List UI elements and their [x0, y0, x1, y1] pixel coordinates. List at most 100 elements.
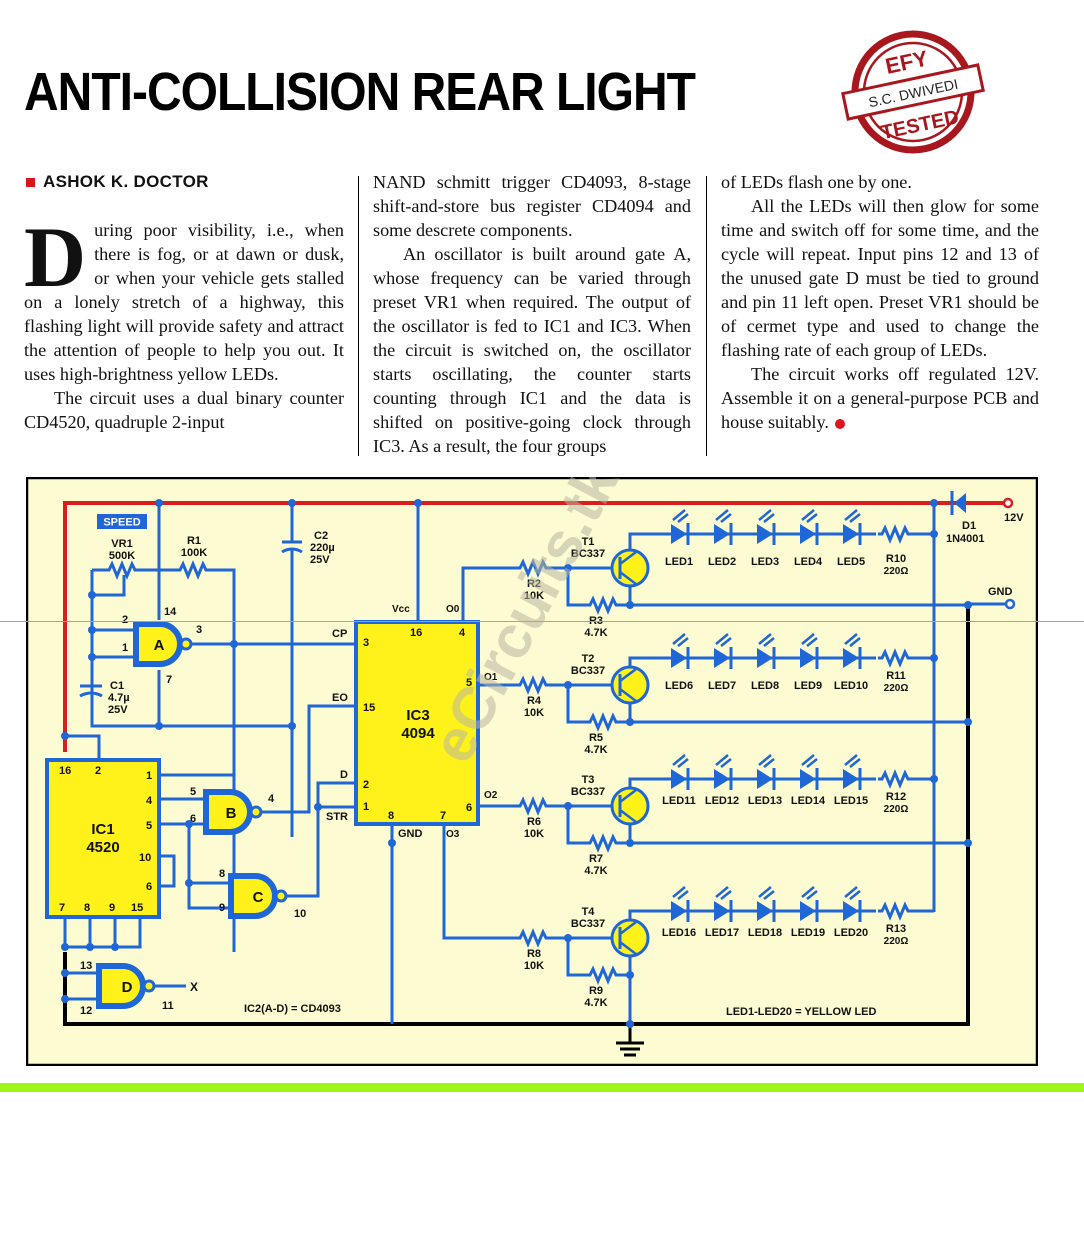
- svg-text:16: 16: [410, 627, 422, 639]
- svg-text:R7: R7: [589, 853, 603, 865]
- svg-text:Vcc: Vcc: [392, 604, 410, 615]
- svg-text:IC3: IC3: [406, 707, 429, 724]
- ic2-note: IC2(A-D) = CD4093: [244, 1003, 341, 1015]
- svg-text:4094: 4094: [401, 725, 435, 742]
- bullet-square-icon: [26, 177, 35, 187]
- svg-text:7: 7: [440, 810, 446, 822]
- svg-text:LED17: LED17: [705, 927, 739, 939]
- svg-text:C: C: [253, 889, 264, 906]
- col2-para1: NAND schmitt trigger CD4093, 8-stage shi…: [373, 172, 691, 240]
- svg-text:14: 14: [164, 606, 177, 618]
- svg-text:R6: R6: [527, 816, 541, 828]
- svg-text:R9: R9: [589, 985, 603, 997]
- speed-label: SPEED: [103, 517, 140, 529]
- svg-text:6: 6: [146, 881, 152, 893]
- svg-text:1: 1: [122, 642, 128, 654]
- svg-text:15: 15: [363, 702, 375, 714]
- svg-text:LED8: LED8: [751, 680, 779, 692]
- svg-text:R8: R8: [527, 948, 541, 960]
- svg-text:LED20: LED20: [834, 927, 868, 939]
- svg-text:O2: O2: [484, 790, 498, 801]
- end-mark-icon: [834, 418, 845, 429]
- svg-text:220Ω: 220Ω: [884, 683, 909, 694]
- svg-text:GND: GND: [398, 828, 423, 840]
- stamp-top: EFY: [883, 45, 930, 78]
- svg-text:10K: 10K: [524, 707, 544, 719]
- svg-text:LED2: LED2: [708, 556, 736, 568]
- svg-text:13: 13: [80, 960, 92, 972]
- svg-text:BC337: BC337: [571, 548, 605, 560]
- svg-text:10: 10: [294, 908, 306, 920]
- column-divider: [706, 176, 707, 456]
- svg-text:1: 1: [146, 770, 152, 782]
- svg-text:LED14: LED14: [791, 795, 826, 807]
- svg-text:LED15: LED15: [834, 795, 868, 807]
- svg-text:X: X: [190, 980, 198, 994]
- svg-text:LED18: LED18: [748, 927, 782, 939]
- svg-text:BC337: BC337: [571, 918, 605, 930]
- svg-text:220Ω: 220Ω: [884, 804, 909, 815]
- svg-text:220µ: 220µ: [310, 542, 335, 554]
- column-divider: [358, 176, 359, 456]
- svg-text:O0: O0: [446, 604, 460, 615]
- svg-text:4.7K: 4.7K: [584, 997, 607, 1009]
- svg-text:7: 7: [166, 674, 172, 686]
- svg-text:R12: R12: [886, 791, 906, 803]
- svg-text:VR1: VR1: [111, 538, 132, 550]
- svg-text:O3: O3: [446, 829, 460, 840]
- svg-text:4.7µ: 4.7µ: [108, 692, 130, 704]
- svg-text:LED10: LED10: [834, 680, 868, 692]
- svg-text:10K: 10K: [524, 590, 544, 602]
- svg-text:7: 7: [59, 902, 65, 914]
- svg-text:C1: C1: [110, 680, 124, 692]
- svg-text:2: 2: [122, 614, 128, 626]
- svg-text:T4: T4: [582, 906, 596, 918]
- svg-text:R5: R5: [589, 732, 603, 744]
- gnd-label: GND: [988, 586, 1013, 598]
- svg-text:4: 4: [268, 793, 275, 805]
- svg-text:100K: 100K: [181, 547, 207, 559]
- svg-text:4.7K: 4.7K: [584, 865, 607, 877]
- svg-text:6: 6: [190, 813, 196, 825]
- svg-text:R4: R4: [527, 695, 542, 707]
- gate-a-label: A: [154, 637, 165, 654]
- col2-para2: An oscillator is built around gate A, wh…: [373, 244, 691, 456]
- svg-text:LED5: LED5: [837, 556, 865, 568]
- footer-green-bar: [0, 1083, 1084, 1092]
- supply-label: 12V: [1004, 512, 1024, 524]
- col3-para3: The circuit works off regulated 12V. Ass…: [721, 364, 1039, 432]
- svg-text:STR: STR: [326, 811, 348, 823]
- svg-text:16: 16: [59, 765, 71, 777]
- svg-text:BC337: BC337: [571, 665, 605, 677]
- svg-text:2: 2: [95, 765, 101, 777]
- svg-text:D1: D1: [962, 520, 976, 532]
- svg-text:500K: 500K: [109, 550, 135, 562]
- svg-text:3: 3: [196, 624, 202, 636]
- svg-text:6: 6: [466, 802, 472, 814]
- svg-text:R1: R1: [187, 535, 201, 547]
- svg-text:R11: R11: [886, 670, 906, 682]
- svg-text:2: 2: [363, 779, 369, 791]
- svg-text:LED13: LED13: [748, 795, 782, 807]
- svg-text:D: D: [122, 979, 133, 996]
- svg-text:4: 4: [146, 795, 153, 807]
- svg-text:1: 1: [363, 801, 369, 813]
- svg-text:B: B: [226, 805, 237, 822]
- svg-text:9: 9: [219, 902, 225, 914]
- svg-text:220Ω: 220Ω: [884, 566, 909, 577]
- svg-text:R10: R10: [886, 553, 906, 565]
- led-note: LED1-LED20 = YELLOW LED: [726, 1006, 877, 1018]
- svg-text:LED12: LED12: [705, 795, 739, 807]
- svg-text:11: 11: [162, 1000, 174, 1012]
- svg-text:IC1: IC1: [91, 821, 114, 838]
- channel-4: T4 BC337 R8 10K R9 4.7K LED16 LED17 LED1…: [442, 824, 936, 1024]
- author-name: ASHOK K. DOCTOR: [43, 172, 209, 191]
- svg-text:BC337: BC337: [571, 786, 605, 798]
- svg-text:8: 8: [219, 868, 225, 880]
- svg-text:10K: 10K: [524, 828, 544, 840]
- col3-para1: of LEDs flash one by one.: [721, 172, 912, 192]
- svg-text:D: D: [340, 769, 348, 781]
- svg-text:10: 10: [139, 852, 151, 864]
- channel-3: T3 BC337 R6 10K R7 4.7K LED11 LED12 LED1…: [478, 753, 968, 877]
